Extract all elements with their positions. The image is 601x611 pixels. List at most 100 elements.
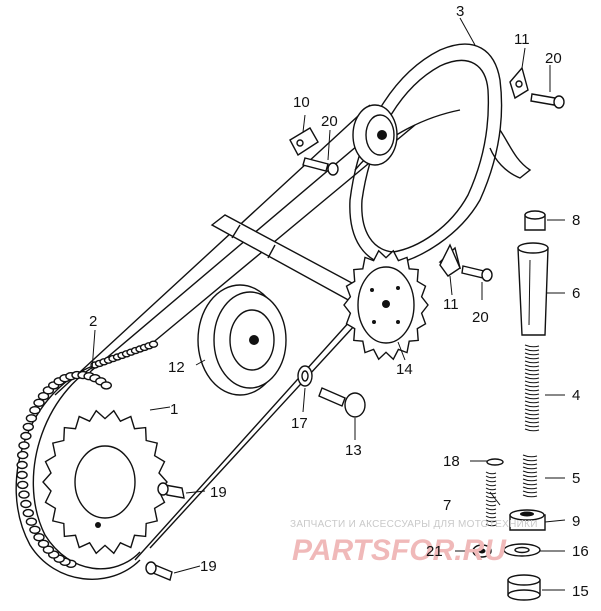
- watermark-caption: ЗАПЧАСТИ И АКСЕССУАРЫ ДЛЯ МОТОТЕХНИКИ: [290, 519, 538, 530]
- spring-coil: [485, 523, 497, 527]
- callout-18: 18: [443, 453, 460, 470]
- callout-7: 7: [443, 497, 451, 514]
- chain-link: [25, 414, 38, 423]
- spring-coil: [522, 482, 538, 486]
- chain-link: [18, 441, 30, 450]
- callout-10: 10: [293, 94, 310, 111]
- callout-13: 13: [345, 442, 362, 459]
- spring-coil: [485, 483, 497, 487]
- bolt-20-left: [302, 157, 339, 176]
- spring-coil: [522, 474, 538, 478]
- bolt-19-lower: [145, 561, 173, 581]
- spring-coil: [524, 384, 540, 388]
- callout-11-top: 11: [514, 31, 530, 48]
- callout-6: 6: [572, 285, 580, 302]
- chain-link: [17, 480, 29, 490]
- spring-coil: [522, 454, 538, 458]
- bolt-13: [318, 387, 366, 418]
- chain-link: [33, 533, 45, 542]
- chain-link: [18, 490, 30, 499]
- spring-coil: [524, 356, 540, 360]
- callout-12: 12: [168, 359, 185, 376]
- cap-8: [524, 210, 546, 231]
- bracket-10: [289, 127, 319, 157]
- spring-5: [522, 454, 538, 498]
- chain-link: [20, 499, 32, 509]
- spring-coil: [524, 360, 540, 364]
- leader-lines: [91, 17, 566, 591]
- callout-21: 21: [426, 543, 443, 560]
- crank-sprocket: [42, 409, 168, 555]
- spring-coil: [524, 388, 540, 392]
- bolt-7: [485, 471, 497, 527]
- spring-coil: [524, 368, 540, 372]
- nut-9: [509, 509, 546, 531]
- spring-coil: [485, 487, 497, 491]
- o-ring-18: [486, 458, 504, 466]
- spring-coil: [485, 475, 497, 479]
- callout-2: 2: [89, 313, 97, 330]
- spring-coil: [524, 344, 540, 348]
- spring-coil: [522, 486, 538, 490]
- chain-link: [33, 398, 45, 407]
- watermark-logo: PARTSFOR.RU: [292, 534, 507, 567]
- washer-21: [472, 544, 492, 558]
- callout-5: 5: [572, 470, 580, 487]
- spring-coil: [524, 364, 540, 368]
- chain-link: [37, 539, 50, 548]
- spring-coil: [524, 428, 540, 432]
- spring-coil: [522, 470, 538, 474]
- spring-coil: [524, 376, 540, 380]
- spring-coil: [485, 515, 497, 519]
- spring-coil: [524, 352, 540, 356]
- spring-coil: [522, 466, 538, 470]
- callout-1: 1: [170, 401, 178, 418]
- spring-coil: [522, 490, 538, 494]
- spring-coil: [524, 372, 540, 376]
- callout-19-lower: 19: [200, 558, 217, 575]
- chain-link: [22, 422, 34, 432]
- chain-link: [17, 450, 29, 460]
- spring-coil: [485, 503, 497, 507]
- spring-coil: [522, 462, 538, 466]
- callout-20-left: 20: [321, 113, 338, 130]
- spring-coil: [485, 471, 497, 475]
- washer-17: [297, 365, 313, 387]
- callout-17: 17: [291, 415, 308, 432]
- spring-coil: [485, 519, 497, 523]
- chain-link: [20, 431, 32, 441]
- watermark: ЗАПЧАСТИ И АКСЕССУАРЫ ДЛЯ МОТОТЕХНИКИ PA…: [290, 519, 538, 567]
- spring-coil: [485, 511, 497, 515]
- callout-11-mid: 11: [443, 296, 459, 313]
- callout-15: 15: [572, 583, 589, 600]
- spring-coil: [485, 507, 497, 511]
- spring-coil: [524, 412, 540, 416]
- spring-coil: [485, 495, 497, 499]
- callout-14: 14: [396, 361, 413, 378]
- chain-link: [29, 406, 41, 415]
- chain-link: [16, 460, 28, 470]
- spring-coil: [524, 348, 540, 352]
- sleeve-6: [517, 242, 549, 336]
- drive-chain: [15, 104, 416, 580]
- spring-coil: [524, 400, 540, 404]
- chain-link: [42, 545, 55, 554]
- spring-coil: [522, 494, 538, 498]
- callout-20-mid: 20: [472, 309, 489, 326]
- spring-coil: [524, 380, 540, 384]
- bracket-11-mid: [439, 243, 461, 277]
- chain-link: [25, 517, 38, 526]
- cam-sprocket: [343, 249, 429, 361]
- spring-coil: [522, 478, 538, 482]
- spring-coil: [485, 499, 497, 503]
- spring-4: [524, 344, 540, 432]
- guide-roller: [197, 284, 287, 396]
- callout-19-upper: 19: [210, 484, 227, 501]
- callout-labels: 1 2 3 4 5 6 7 8 9 10 11 11 12 13 14 15 1…: [89, 3, 589, 600]
- bolt-20-mid: [461, 265, 493, 282]
- chain-link: [22, 508, 34, 518]
- callout-8: 8: [572, 212, 580, 229]
- bolt-20-top: [530, 93, 565, 109]
